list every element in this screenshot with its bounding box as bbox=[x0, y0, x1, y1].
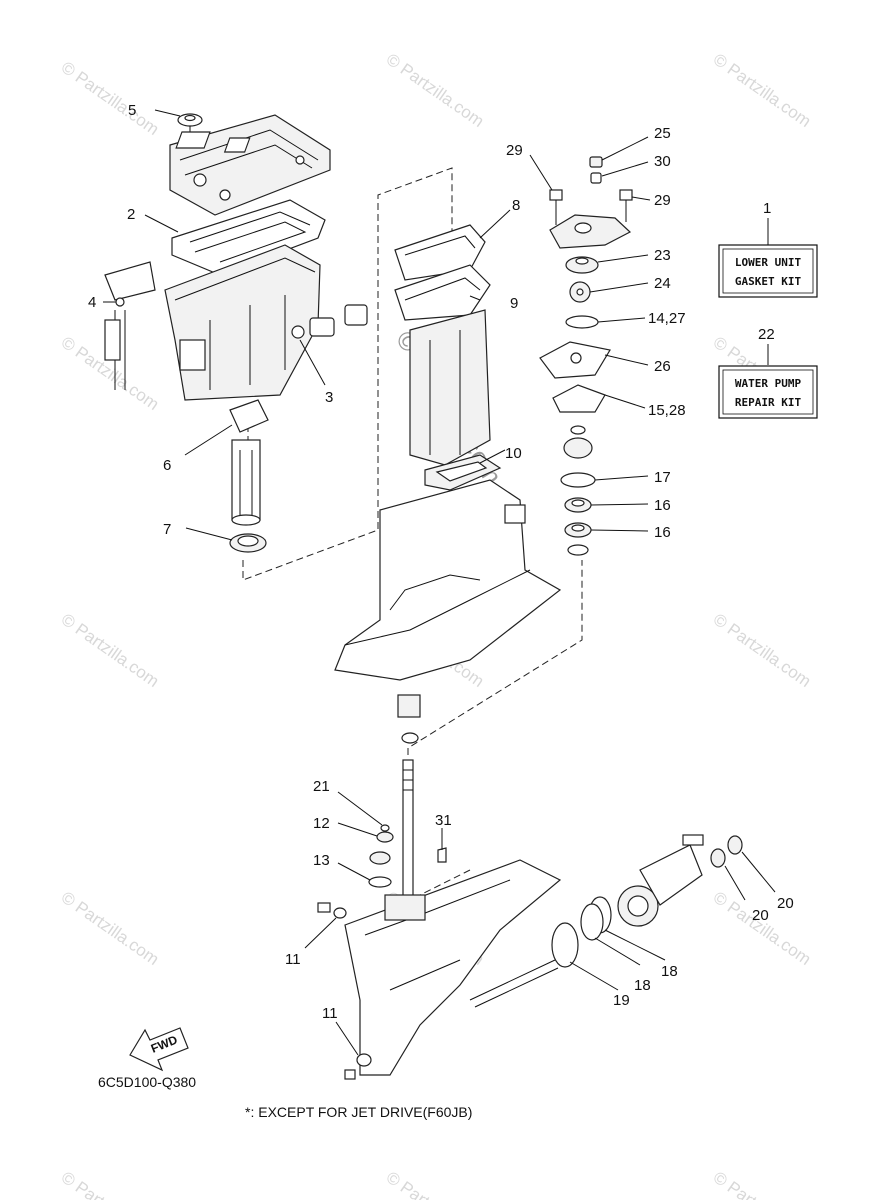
callout-16: 16 bbox=[654, 497, 671, 514]
part-11-bolt-upper bbox=[317, 902, 347, 919]
part-upper-case bbox=[334, 479, 562, 681]
watermark-text: © Partzilla.com bbox=[58, 888, 163, 969]
part-11-bolt-lower bbox=[344, 1053, 372, 1080]
part-2-gasket bbox=[171, 199, 326, 276]
watermark-text: © Partzilla.com bbox=[710, 610, 815, 691]
kit-box-water-pump-repair: 22 WATER PUMP REPAIR KIT bbox=[718, 326, 818, 419]
callout-26: 26 bbox=[654, 358, 671, 375]
callout-11: 11 bbox=[322, 1005, 338, 1022]
kit-number: 1 bbox=[763, 200, 771, 217]
part-12-bushing bbox=[376, 831, 394, 843]
callout-20: 20 bbox=[752, 907, 769, 924]
watermark-text: © Partzilla.com bbox=[710, 888, 815, 969]
part-4-bracket bbox=[104, 261, 156, 390]
kit-line-2: REPAIR KIT bbox=[735, 396, 802, 409]
part-20-seal-lower bbox=[710, 848, 726, 868]
watermark-text: © Partzilla.com bbox=[383, 50, 488, 131]
part-14-27-o-ring bbox=[565, 315, 599, 329]
kit-line-2: GASKET KIT bbox=[735, 275, 802, 288]
forward-direction-arrow-icon: FWD bbox=[129, 1027, 189, 1072]
part-23-insert-cartridge bbox=[565, 256, 599, 274]
part-propeller-shaft-housing bbox=[617, 834, 704, 927]
part-25-grommet bbox=[589, 156, 603, 168]
part-18-o-ring-b bbox=[580, 903, 604, 941]
callout-13: 13 bbox=[313, 852, 330, 869]
part-20-seal-upper bbox=[727, 835, 743, 855]
callout-4: 4 bbox=[88, 294, 96, 311]
callout-labels: 5 2 4 3 6 7 8 9 10 29 25 30 29 23 24 14,… bbox=[88, 102, 794, 1022]
callout-25: 25 bbox=[654, 125, 671, 142]
part-29-bolt-right bbox=[619, 189, 633, 222]
callout-21: 21 bbox=[313, 778, 330, 795]
callout-12: 12 bbox=[313, 815, 330, 832]
watermark-text: © Partzilla.com bbox=[710, 50, 815, 131]
part-pump-housing bbox=[549, 214, 632, 249]
part-8-gasket bbox=[394, 224, 486, 281]
callout-18: 18 bbox=[661, 963, 678, 980]
callout-9: 9 bbox=[510, 295, 518, 312]
watermark-text: © Partzilla.com bbox=[58, 610, 163, 691]
callout-10: 10 bbox=[505, 445, 522, 462]
callout-30: 30 bbox=[654, 153, 671, 170]
part-15-28-gasket bbox=[552, 384, 606, 413]
watermark-text: © Partzilla.com bbox=[58, 1168, 163, 1200]
callout-14-27: 14,27 bbox=[648, 310, 686, 327]
callout-8: 8 bbox=[512, 197, 520, 214]
callout-29: 29 bbox=[654, 192, 671, 209]
callout-16: 16 bbox=[654, 524, 671, 541]
part-exhaust-guide bbox=[409, 309, 491, 466]
part-29-bolt-left bbox=[549, 189, 563, 225]
callout-19: 19 bbox=[613, 992, 630, 1009]
callout-17: 17 bbox=[654, 469, 671, 486]
callout-5: 5 bbox=[128, 102, 136, 119]
watermark-text: © Partzilla.com bbox=[383, 1168, 488, 1200]
part-code: 6C5D100-Q380 bbox=[98, 1074, 196, 1090]
part-spline-gear bbox=[397, 694, 421, 744]
part-10-seal bbox=[424, 454, 502, 491]
callout-leader-lines bbox=[103, 109, 776, 1056]
part-bearing-housing bbox=[369, 851, 391, 865]
kit-number: 22 bbox=[758, 326, 775, 343]
kit-line-1: LOWER UNIT bbox=[735, 256, 802, 269]
part-6-gasket bbox=[229, 399, 269, 526]
part-7-oil-seal bbox=[229, 533, 267, 553]
part-13-o-ring bbox=[368, 876, 392, 888]
footnote: *: EXCEPT FOR JET DRIVE(F60JB) bbox=[245, 1104, 472, 1120]
part-upper-casing bbox=[169, 114, 331, 216]
watermark-text: © Partzilla.com bbox=[58, 58, 163, 139]
callout-11: 11 bbox=[285, 951, 301, 968]
callout-20: 20 bbox=[777, 895, 794, 912]
callout-23: 23 bbox=[654, 247, 671, 264]
part-extension-housing bbox=[164, 244, 321, 401]
part-31-key bbox=[437, 847, 447, 863]
part-lower-case bbox=[344, 859, 562, 1076]
part-24-impeller bbox=[569, 281, 591, 303]
part-washer bbox=[567, 544, 589, 556]
part-19-o-ring bbox=[551, 922, 579, 968]
part-17-o-ring bbox=[560, 472, 596, 488]
callout-6: 6 bbox=[163, 457, 171, 474]
part-propeller-shaft bbox=[469, 959, 559, 1008]
callout-7: 7 bbox=[163, 521, 171, 538]
callout-2: 2 bbox=[127, 206, 135, 223]
part-drive-shaft bbox=[402, 759, 414, 911]
callout-31: 31 bbox=[435, 812, 452, 829]
callout-18: 18 bbox=[634, 977, 651, 994]
callout-15-28: 15,28 bbox=[648, 402, 686, 419]
watermark-text: © Partzilla.com bbox=[710, 1168, 815, 1200]
kit-line-1: WATER PUMP bbox=[735, 377, 802, 390]
part-16-oil-seal-upper bbox=[564, 497, 592, 513]
part-26-outer-plate bbox=[539, 341, 611, 379]
callout-29: 29 bbox=[506, 142, 523, 159]
part-16-oil-seal-lower bbox=[564, 522, 592, 538]
kit-box-lower-unit-gasket: 1 LOWER UNIT GASKET KIT bbox=[718, 200, 818, 298]
part-30-grommet bbox=[590, 172, 602, 184]
part-21-pin bbox=[380, 824, 390, 832]
callout-24: 24 bbox=[654, 275, 671, 292]
callout-3: 3 bbox=[325, 389, 333, 406]
part-pump-base bbox=[563, 425, 593, 459]
part-3-ring bbox=[291, 304, 368, 339]
